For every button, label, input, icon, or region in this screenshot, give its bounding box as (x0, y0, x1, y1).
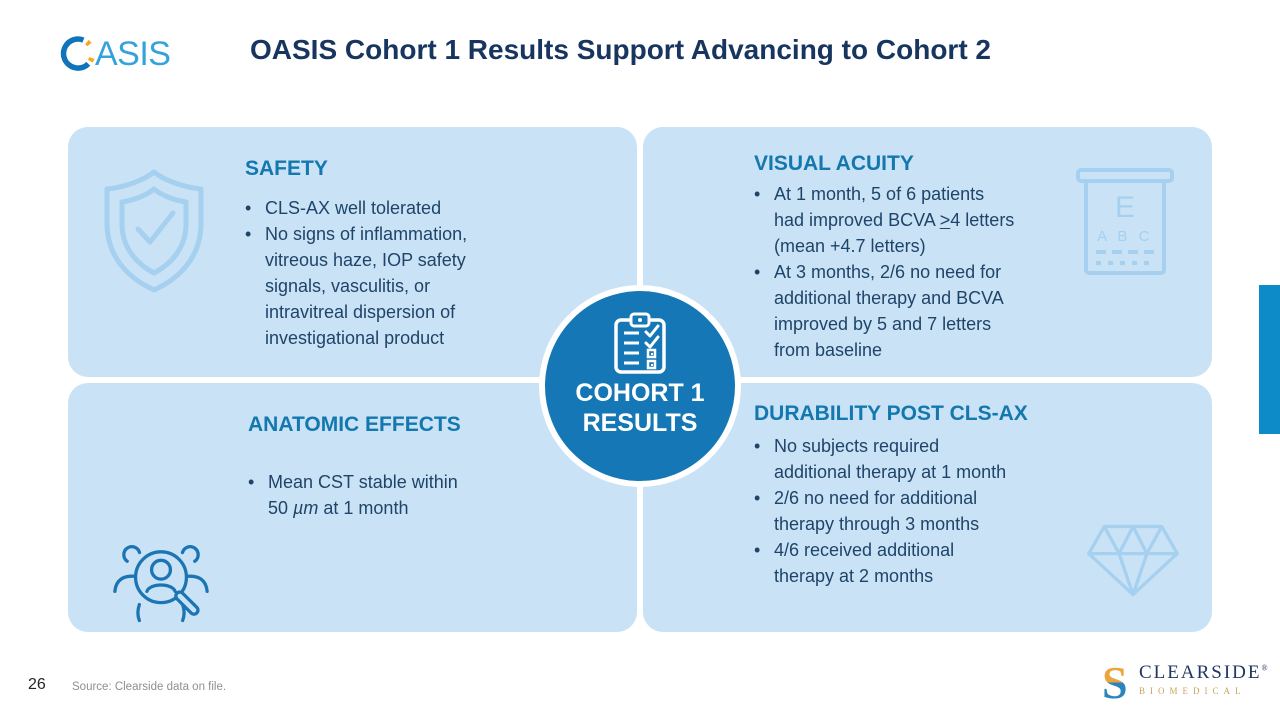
durability-panel: DURABILITY POST CLS-AX • No subjects req… (643, 383, 1212, 632)
safety-bullet-2: • No signs of inflammation, vitreous haz… (245, 221, 475, 351)
cohort1-results-label: COHORT 1 RESULTS (575, 379, 705, 437)
oasis-logo-o-arc (60, 36, 91, 71)
oasis-logo-orange-bottom (87, 57, 95, 63)
bullet-marker: • (248, 472, 255, 492)
bullet-marker: • (245, 224, 252, 244)
safety-heading: SAFETY (245, 157, 328, 180)
visual-acuity-panel: VISUAL ACUITY • At 1 month, 5 of 6 patie… (643, 127, 1212, 377)
clearside-logo-name: CLEARSIDE® (1139, 662, 1268, 683)
eye-chart-letter-e: E (1115, 191, 1135, 224)
shield-check-icon (104, 169, 204, 293)
bullet-marker: • (754, 540, 761, 560)
right-accent-bar (1259, 285, 1280, 434)
durability-bullet-3: • 4/6 received additional therapy at 2 m… (754, 537, 1012, 589)
oasis-logo: ASIS (60, 35, 171, 73)
visual-acuity-heading: VISUAL ACUITY (754, 152, 914, 175)
clearside-logo-subtitle: BIOMEDICAL (1139, 686, 1246, 696)
visual-acuity-bullet-2: • At 3 months, 2/6 no need for additiona… (754, 259, 1020, 363)
clipboard-checklist-icon (614, 312, 666, 374)
durability-heading: DURABILITY POST CLS-AX (754, 402, 1028, 425)
bullet-marker: • (754, 184, 761, 204)
safety-panel: SAFETY • CLS-AX well tolerated • No sign… (68, 127, 637, 377)
visual-acuity-bullet-1: • At 1 month, 5 of 6 patients had improv… (754, 181, 1020, 259)
source-note: Source: Clearside data on file. (72, 681, 227, 693)
safety-bullet-1: • CLS-AX well tolerated (245, 195, 475, 221)
eye-chart-dashes (1096, 250, 1154, 265)
page-number: 26 (28, 676, 46, 693)
bullet-marker: • (754, 436, 761, 456)
eye-chart-letters-abc: A B C (1097, 228, 1153, 245)
diamond-icon (1087, 524, 1179, 597)
anatomic-effects-heading: ANATOMIC EFFECTS (248, 413, 461, 436)
svg-text:S: S (1102, 660, 1128, 704)
bullet-marker: • (754, 488, 761, 508)
clearside-logo: S CLEARSIDE® BIOMEDICAL (1101, 660, 1268, 704)
anatomic-effects-bullet-1: • Mean CST stable within 50 µm at 1 mont… (248, 469, 473, 521)
oasis-logo-text: ASIS (95, 35, 170, 73)
oasis-logo-orange-top (85, 39, 92, 47)
durability-bullet-2: • 2/6 no need for additional therapy thr… (754, 485, 1012, 537)
eye-chart-icon: E A B C (1076, 168, 1174, 275)
durability-bullet-1: • No subjects required additional therap… (754, 433, 1012, 485)
anatomic-effects-panel: ANATOMIC EFFECTS • Mean CST stable withi… (68, 383, 637, 632)
bullet-marker: • (754, 262, 761, 282)
bullet-marker: • (245, 198, 252, 218)
people-magnifier-icon (113, 545, 209, 623)
cohort1-results-badge: COHORT 1 RESULTS (539, 285, 741, 487)
page-title: OASIS Cohort 1 Results Support Advancing… (250, 34, 991, 65)
clearside-logo-s: S (1102, 660, 1128, 704)
